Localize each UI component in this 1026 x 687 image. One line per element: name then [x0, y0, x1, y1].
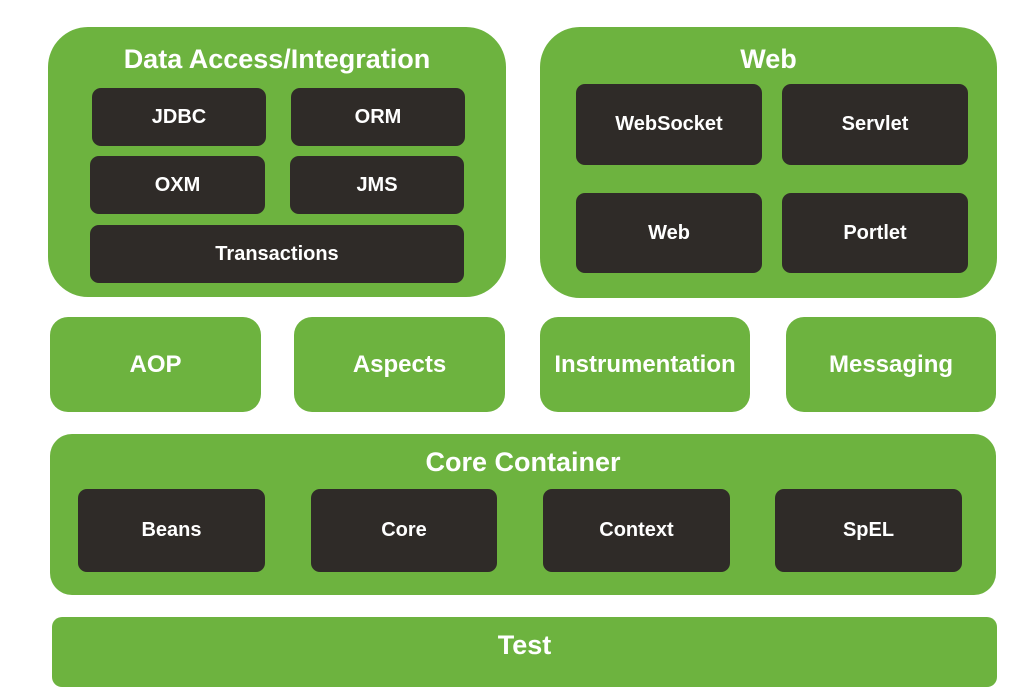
- module-portlet: Portlet: [782, 193, 968, 273]
- module-aop: AOP: [50, 317, 261, 412]
- web-title: Web: [740, 44, 797, 74]
- module-oxm: OXM: [90, 156, 265, 214]
- test-title: Test: [497, 630, 552, 660]
- module-instrumentation: Instrumentation: [540, 317, 750, 412]
- module-orm: ORM: [291, 88, 465, 146]
- module-jms: JMS: [290, 156, 464, 214]
- module-context: Context: [543, 489, 730, 572]
- data-access-title: Data Access/Integration: [123, 44, 431, 74]
- module-jdbc: JDBC: [92, 88, 266, 146]
- module-aspects: Aspects: [294, 317, 505, 412]
- module-servlet: Servlet: [782, 84, 968, 165]
- module-websocket: WebSocket: [576, 84, 762, 165]
- module-transactions: Transactions: [90, 225, 464, 283]
- module-core: Core: [311, 489, 497, 572]
- module-beans: Beans: [78, 489, 265, 572]
- module-spel: SpEL: [775, 489, 962, 572]
- core-container-title: Core Container: [425, 447, 621, 477]
- module-web: Web: [576, 193, 762, 273]
- test-group: Test: [52, 617, 997, 687]
- module-messaging: Messaging: [786, 317, 996, 412]
